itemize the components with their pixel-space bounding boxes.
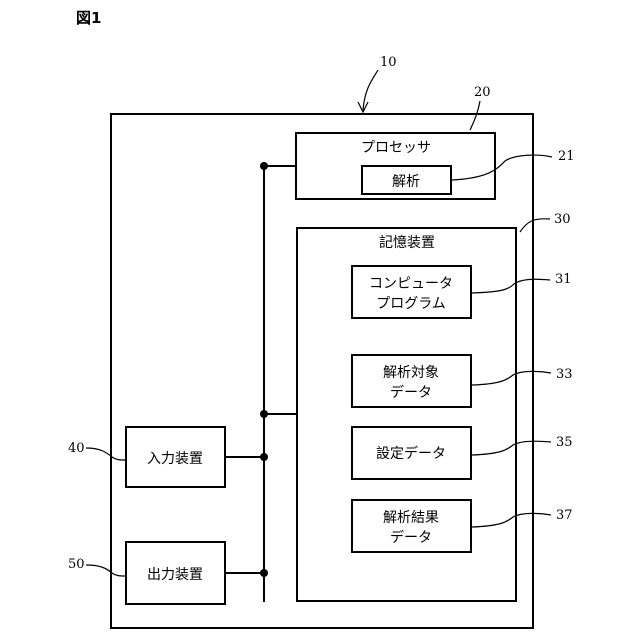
target-data-label-line2: データ xyxy=(390,384,432,401)
ref-analysis: 21 xyxy=(558,149,575,164)
analysis-label: 解析 xyxy=(392,174,420,190)
ref-program: 31 xyxy=(555,272,572,287)
ref-result-data: 37 xyxy=(556,508,573,523)
ref-target-data: 33 xyxy=(556,367,573,382)
ref-output-device: 50 xyxy=(68,557,85,572)
storage-label: 記憶装置 xyxy=(379,234,435,251)
ref-storage: 30 xyxy=(554,212,571,227)
settings-data-label: 設定データ xyxy=(376,445,446,462)
input-device-label: 入力装置 xyxy=(147,451,203,467)
program-label-line1: コンピュータ xyxy=(369,276,453,292)
leader-system xyxy=(363,70,378,110)
junction-storage xyxy=(260,410,268,418)
result-data-label-line2: データ xyxy=(390,529,432,546)
output-device-label: 出力装置 xyxy=(147,567,203,583)
ref-processor: 20 xyxy=(474,85,491,100)
junction-output xyxy=(260,569,268,577)
ref-system: 10 xyxy=(380,55,397,70)
junction-processor xyxy=(260,162,268,170)
junction-input xyxy=(260,453,268,461)
ref-input-device: 40 xyxy=(68,441,85,456)
target-data-label-line1: 解析対象 xyxy=(383,365,439,381)
ref-settings-data: 35 xyxy=(556,435,573,450)
program-label-line2: プログラム xyxy=(376,296,446,312)
processor-label: プロセッサ xyxy=(361,140,431,156)
figure-title: 図1 xyxy=(76,9,101,27)
result-data-label-line1: 解析結果 xyxy=(383,510,439,526)
